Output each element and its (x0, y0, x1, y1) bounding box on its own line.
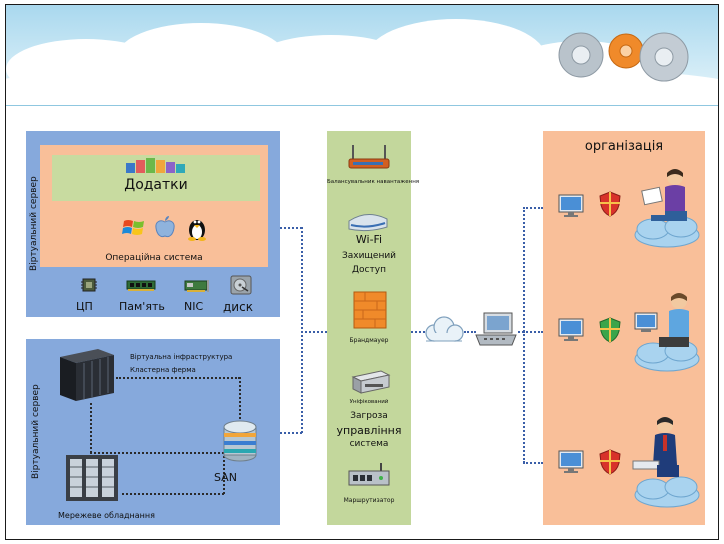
os-box: Додатки (40, 145, 268, 267)
connector-line (523, 462, 543, 464)
sky-divider (6, 105, 718, 106)
hardware-label-nic: NIC (184, 300, 204, 313)
unified-label: Уніфікований (349, 399, 389, 405)
internet-cloud-icon (425, 316, 464, 342)
wifi-router-icon (348, 214, 388, 232)
sky-banner (6, 5, 718, 125)
router-icon (348, 463, 390, 486)
connector-line (523, 207, 525, 463)
laptop-computer-icon (475, 312, 517, 346)
connector-line (90, 403, 92, 453)
security-column-panel: Балансувальник навантаження Wi-Fi Захище… (327, 131, 420, 525)
apps-label: Додатки (124, 177, 188, 193)
connector-line (518, 331, 524, 333)
virtual-infrastructure-label: Віртуальна інфраструктура (130, 353, 233, 361)
connector-line (223, 452, 225, 494)
connector-line (464, 331, 476, 333)
apple-icon (155, 216, 175, 238)
monitor-icon (558, 194, 584, 217)
connector-line (523, 331, 543, 333)
load-balancer-icon (348, 145, 390, 169)
monitor-icon (558, 318, 584, 341)
user-on-cloud-icon (634, 293, 700, 372)
router-label: Маршрутизатор (343, 497, 395, 504)
hardware-label-cpu: ЦП (76, 300, 93, 313)
unified-threat-device-icon (351, 370, 391, 394)
network-equipment-label: Мережеве обладнання (58, 511, 155, 520)
user-on-cloud-icon (632, 417, 700, 508)
hardware-label-disk: диск (223, 300, 253, 314)
memory-module-icon (126, 280, 156, 291)
organization-title: організація (584, 139, 664, 154)
san-storage-icon (223, 420, 257, 462)
connector-line (90, 452, 224, 454)
os-logos (122, 215, 212, 241)
connector-line (411, 331, 425, 333)
connector-line (280, 432, 302, 434)
access-label: Доступ (352, 265, 386, 275)
connector-line (301, 227, 303, 433)
connector-line (239, 377, 241, 419)
server-rack-icon (60, 349, 114, 401)
network-equipment-icon (66, 455, 118, 501)
network-card-icon (184, 280, 209, 292)
cluster-farm-label: Кластерна ферма (130, 366, 196, 374)
user-on-cloud-icon (634, 169, 700, 248)
diagram-frame: Віртуальний сервер Додатки (5, 4, 719, 540)
monitor-icon (558, 450, 584, 473)
linux-tux-icon (188, 220, 206, 241)
cpu-chip-icon (81, 278, 97, 292)
firewall-label: Брандмауер (349, 337, 389, 344)
connector-line (523, 207, 543, 209)
security-shield-icon (599, 191, 621, 217)
organization-panel: організація (543, 131, 705, 525)
security-shield-icon (599, 449, 621, 475)
apps-box: Додатки (52, 155, 260, 201)
windows-icon (122, 220, 144, 235)
system-label: система (349, 439, 389, 449)
virtual-server-bottom-label: Віртуальний сервер (31, 384, 41, 479)
virtual-server-bottom-panel: Віртуальний сервер Віртуальна інфраструк… (26, 339, 280, 525)
connector-line (280, 227, 302, 229)
management-label: управління (336, 424, 402, 437)
app-icons-cluster-icon (126, 158, 185, 173)
connector-line (116, 377, 240, 379)
virtual-server-top-label: Віртуальний сервер (29, 176, 39, 271)
connector-line (301, 331, 327, 333)
virtual-server-top-panel: Віртуальний сервер Додатки (26, 131, 280, 317)
load-balancer-label: Балансувальник навантаження (327, 179, 420, 185)
hardware-label-memory: Пам'ять (119, 300, 165, 313)
connector-line (122, 493, 224, 495)
security-shield-icon (599, 317, 621, 343)
gears-icon (558, 32, 689, 82)
hard-disk-icon (230, 275, 252, 295)
wifi-label: Wi-Fi (355, 233, 383, 246)
os-label: Операційна система (105, 253, 203, 263)
threat-label: Загроза (350, 411, 388, 421)
san-label: SAN (214, 471, 237, 484)
secure-label: Захищений (341, 251, 397, 261)
firewall-icon (353, 291, 387, 329)
